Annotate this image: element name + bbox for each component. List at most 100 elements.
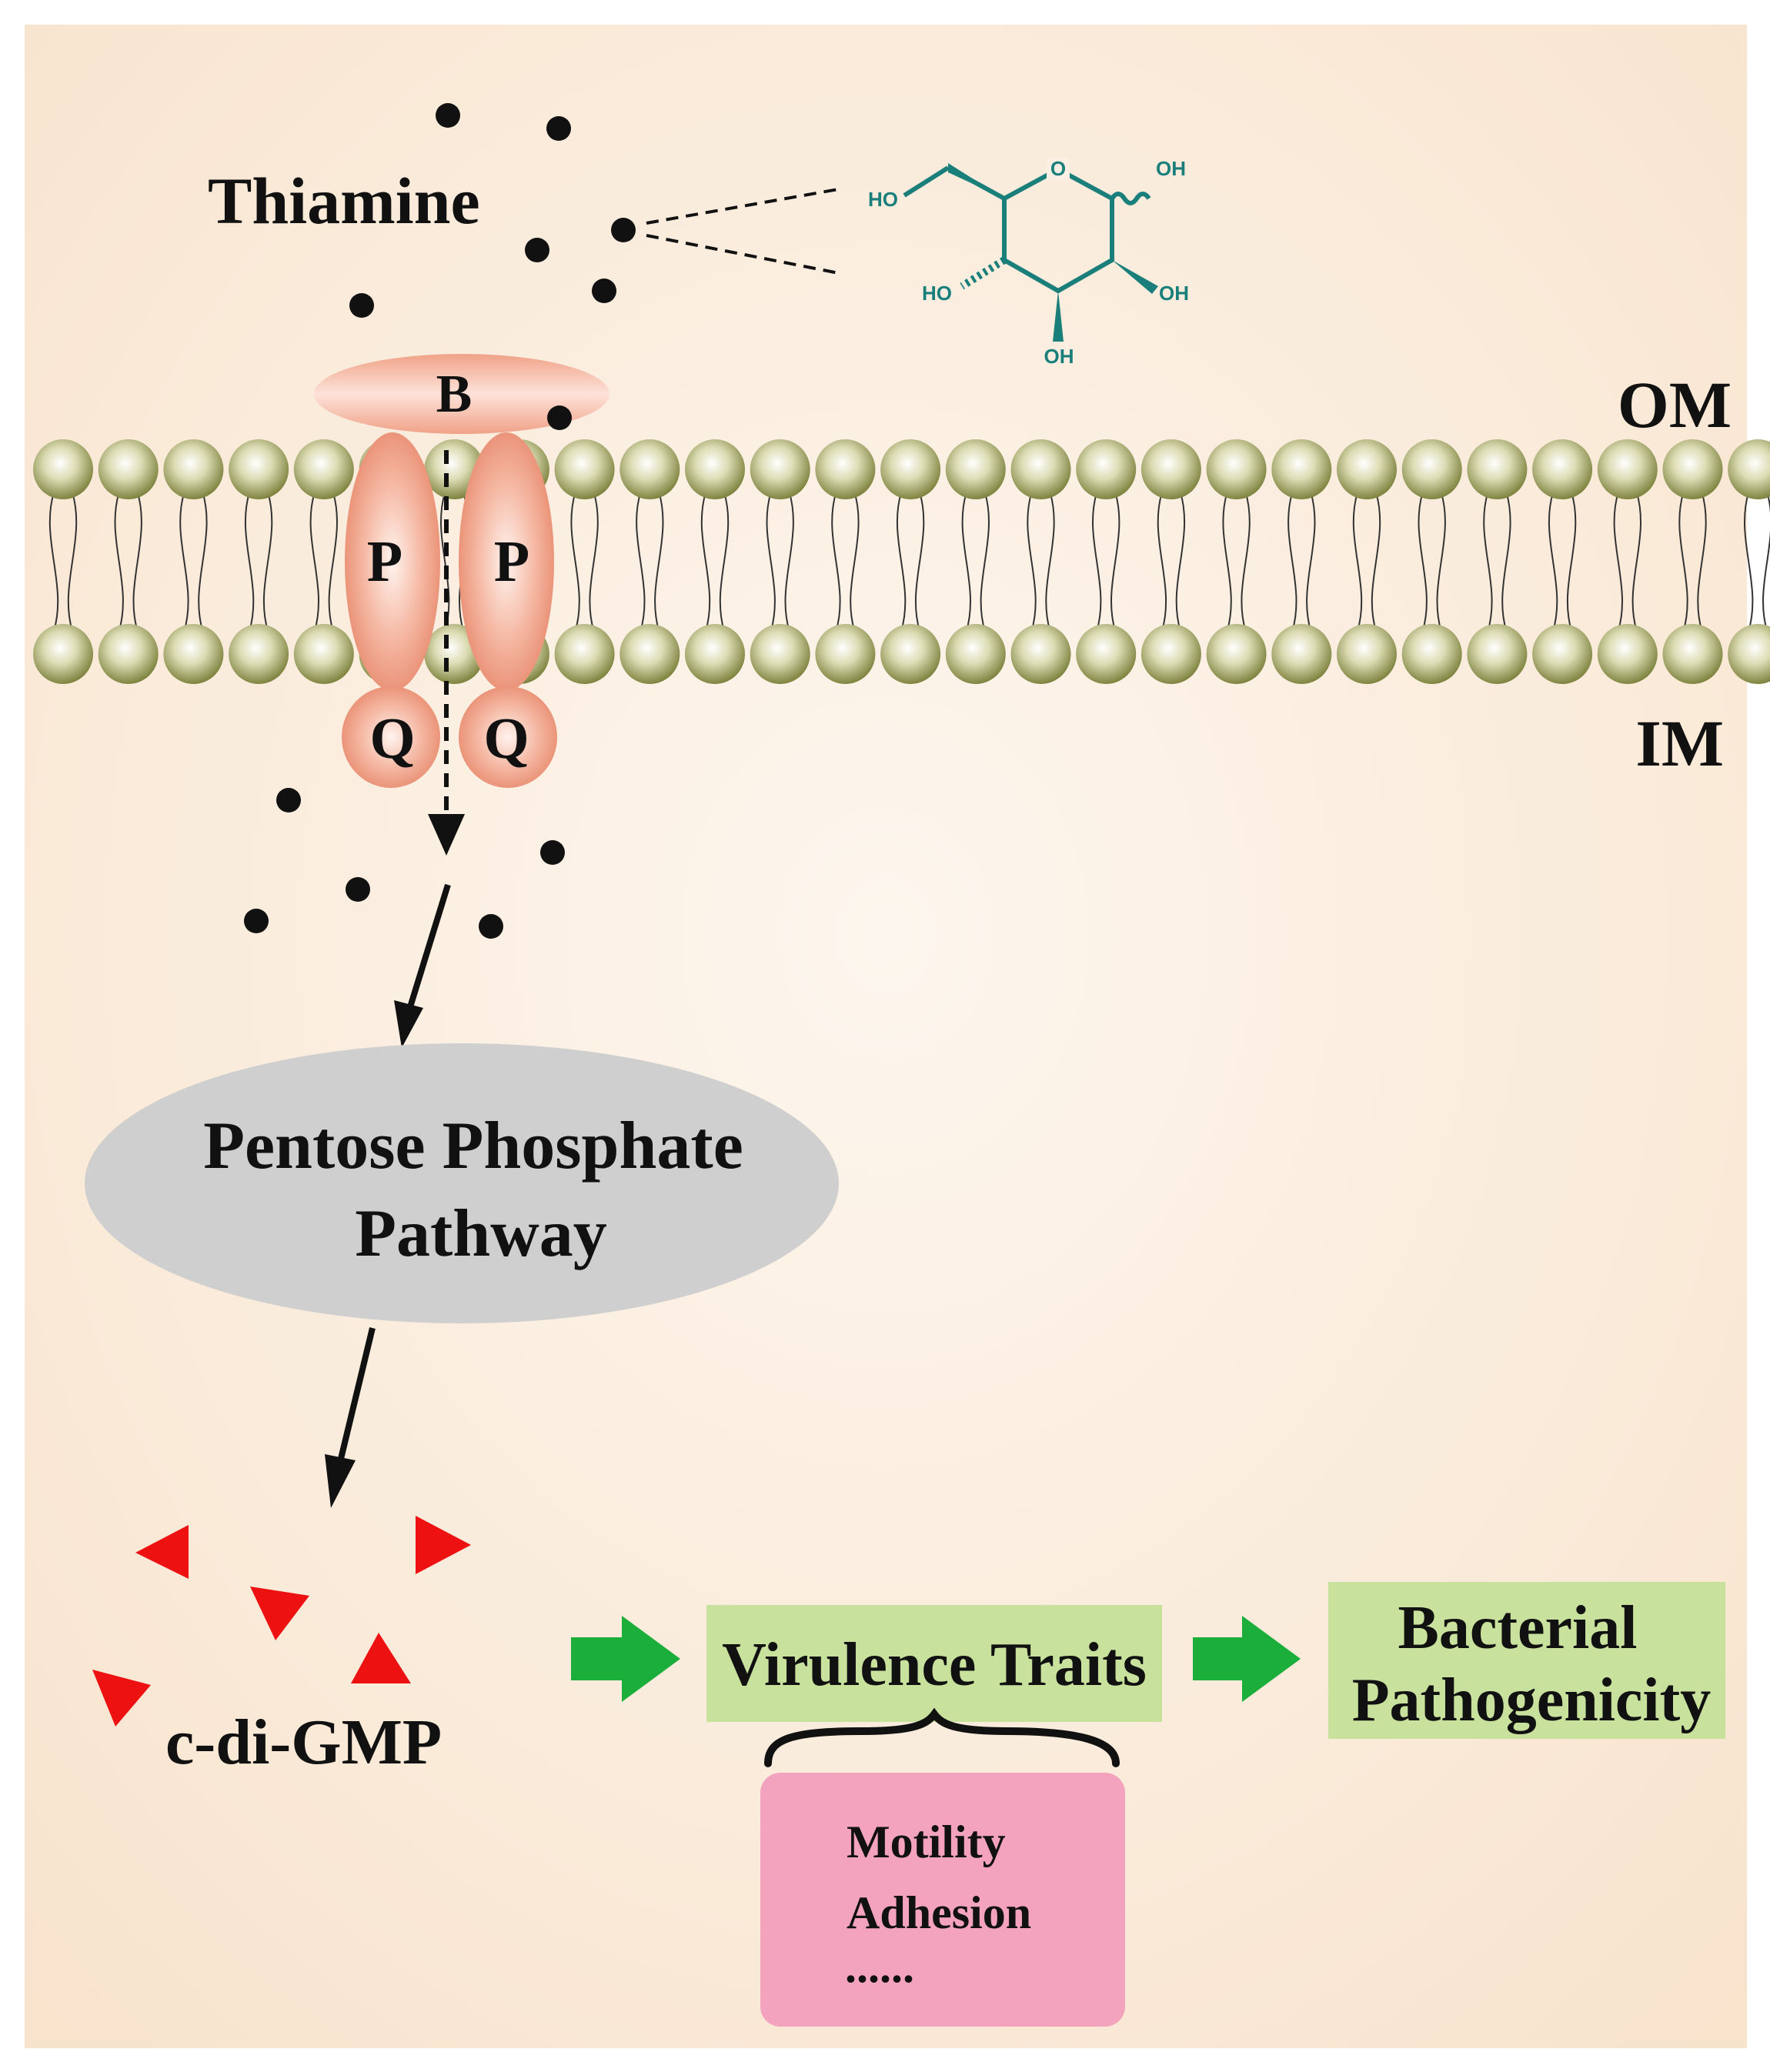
hydroxyl-anomeric-label: OH xyxy=(1156,157,1186,180)
lipid-tail xyxy=(309,492,338,632)
thiamine-dot xyxy=(276,788,301,812)
thiamine-dot xyxy=(611,218,636,242)
transporter-p-right-label: P xyxy=(494,529,529,594)
pathogenicity-label-line1: Bacterial xyxy=(1398,1594,1638,1662)
thiamine-dot xyxy=(479,914,503,939)
lipid-tail xyxy=(831,492,860,632)
lipid-head xyxy=(163,439,224,499)
lipid-head xyxy=(750,624,810,684)
transporter-q-right-label: Q xyxy=(483,706,529,771)
lipid-tail xyxy=(1092,492,1120,632)
lipid-tail xyxy=(179,492,208,632)
thiamine-dot xyxy=(540,840,565,865)
lipid-tail xyxy=(961,492,990,632)
lipid-tail xyxy=(570,492,599,632)
lipid-tail xyxy=(244,492,273,632)
lipid-tail xyxy=(1157,492,1186,632)
lipid-head xyxy=(33,439,93,499)
lipid-head xyxy=(880,624,941,684)
lipid-head xyxy=(1140,624,1201,684)
lipid-tail xyxy=(114,492,142,632)
arrow-to-cdigmp xyxy=(337,1327,376,1463)
pathogenicity-label-line2: Pathogenicity xyxy=(1352,1667,1712,1734)
thiamine-dot xyxy=(547,405,572,430)
outer-membrane-label: OM xyxy=(1618,368,1732,442)
zoom-line-top xyxy=(646,187,843,225)
lipid-head xyxy=(945,624,1006,684)
pentose-phosphate-pathway-node xyxy=(85,1043,839,1323)
zoom-line-bottom xyxy=(646,234,843,275)
lipid-head xyxy=(750,439,810,499)
trait-more: ...... xyxy=(845,1941,914,1992)
lipid-head xyxy=(1337,439,1397,499)
lipid-tails xyxy=(48,492,1770,632)
lipid-tail xyxy=(636,492,664,632)
transporter-q-right xyxy=(459,686,557,788)
lipid-head xyxy=(1271,439,1332,499)
bacterial-pathogenicity-box xyxy=(1328,1582,1725,1739)
lipid-head xyxy=(293,624,354,684)
cdigmp-triangle xyxy=(416,1516,471,1574)
lipid-head xyxy=(98,439,159,499)
lipid-head xyxy=(620,439,680,499)
thiamine-label: Thiamine xyxy=(208,164,480,238)
lipid-tail xyxy=(1222,492,1251,632)
lipid-tail xyxy=(700,492,730,632)
thiamine-dot xyxy=(592,279,616,303)
hydroxyl-c3-label: OH xyxy=(1044,345,1074,368)
hydroxyl-ch2-label: HO xyxy=(868,188,898,211)
lipid-tail xyxy=(896,492,925,632)
lipid-head xyxy=(1010,624,1071,684)
lipid-head xyxy=(1206,624,1267,684)
lipid-head xyxy=(1337,624,1397,684)
lipid-head xyxy=(1076,624,1137,684)
lipid-head xyxy=(1728,439,1770,499)
lipid-head xyxy=(229,624,289,684)
lipid-head xyxy=(1467,624,1528,684)
cdigmp-triangle xyxy=(351,1633,411,1683)
lipid-head xyxy=(1076,439,1137,499)
arrow-to-ppp-head xyxy=(394,1000,423,1048)
lipid-head xyxy=(1532,624,1593,684)
lipid-head xyxy=(98,624,159,684)
trait-list-box xyxy=(760,1773,1125,2027)
transporter-complex: B P P Q Q xyxy=(314,354,609,788)
lipid-tail xyxy=(1744,492,1770,632)
lipid-tail xyxy=(1483,492,1511,632)
traits-curly-brace xyxy=(764,1707,1120,1767)
transporter-b-label: B xyxy=(436,365,473,424)
arrow-to-cdigmp-head xyxy=(325,1454,356,1508)
lipid-head xyxy=(1401,624,1462,684)
green-arrow-to-virulence xyxy=(571,1616,680,1702)
lipid-head xyxy=(1728,624,1770,684)
cdigmp-triangle xyxy=(135,1525,189,1579)
lipid-head xyxy=(1467,439,1528,499)
lipid-head xyxy=(1597,624,1658,684)
lipid-tail xyxy=(1287,492,1316,632)
virulence-traits-label: Virulence Traits xyxy=(722,1631,1147,1699)
lipid-head xyxy=(685,624,745,684)
transport-arrow-head xyxy=(428,814,465,856)
lipid-tail xyxy=(1613,492,1641,632)
thiamine-dot xyxy=(546,116,571,141)
thiamine-dot xyxy=(346,877,370,902)
trait-motility: Motility xyxy=(847,1817,1006,1867)
thiamine-dot xyxy=(349,293,374,318)
lipid-heads-inner xyxy=(33,624,1770,684)
lipid-head xyxy=(1271,624,1332,684)
inner-membrane-label: IM xyxy=(1635,706,1724,780)
lipid-head xyxy=(163,624,224,684)
thiamine-molecules-inside xyxy=(244,788,565,939)
lipid-head xyxy=(1662,439,1723,499)
lipid-tail xyxy=(1027,492,1055,632)
lipid-tail xyxy=(1352,492,1381,632)
transporter-q-left-label: Q xyxy=(369,706,415,771)
lipid-head xyxy=(1140,439,1201,499)
lipid-tail xyxy=(766,492,794,632)
cdigmp-label: c-di-GMP xyxy=(165,1707,442,1778)
lipid-head xyxy=(1206,439,1267,499)
lipid-head xyxy=(33,624,93,684)
lipid-tail xyxy=(1548,492,1577,632)
thiamine-molecules-outside xyxy=(349,103,636,430)
lipid-head xyxy=(1401,439,1462,499)
